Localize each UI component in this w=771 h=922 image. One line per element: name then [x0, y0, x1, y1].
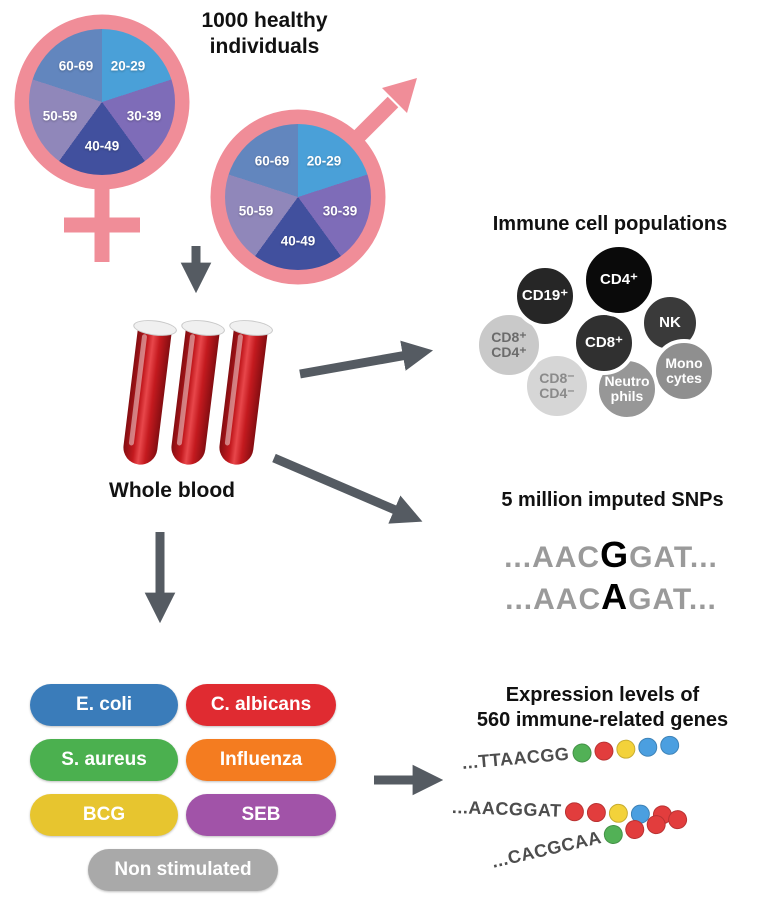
blood-tube: [119, 317, 178, 470]
stimulus-e-coli: E. coli: [30, 684, 178, 726]
stimulus-seb: SEB: [186, 794, 336, 836]
gene-bead: [666, 808, 690, 832]
age-label-20-29: 20-29: [306, 153, 342, 169]
stimulus-c-albicans: C. albicans: [186, 684, 336, 726]
female-age-pie: 20-29 30-39 40-49 50-59 60-69: [29, 29, 175, 175]
stimulus-non-stimulated: Non stimulated: [88, 849, 278, 891]
age-label-30-39: 30-39: [126, 108, 162, 124]
page-title: 1000 healthy individuals: [201, 9, 328, 59]
gene-sequence-1: ...TTAACGG: [461, 734, 680, 774]
stimulus-influenza: Influenza: [186, 739, 336, 781]
gene-bead: [586, 802, 606, 823]
whole-blood-label: Whole blood: [109, 479, 235, 502]
cell-cd4: CD4⁺: [582, 243, 656, 317]
tube-body: [121, 325, 173, 467]
cell-cd8pos-cd4pos: CD8⁺ CD4⁺: [475, 311, 543, 379]
male-ring: [210, 109, 386, 285]
snp-variant-allele: G: [600, 534, 630, 575]
gene-bead: [564, 801, 584, 822]
male-arrow-shaft: [347, 96, 399, 148]
gene-seq-text: ...CACGCAA: [489, 827, 604, 872]
female-symbol: [14, 14, 190, 262]
stimulus-s-aureus: S. aureus: [30, 739, 178, 781]
stimulus-bcg: BCG: [30, 794, 178, 836]
age-label-40-49: 40-49: [280, 233, 316, 249]
gene-bead: [637, 736, 658, 758]
cell-monocytes: Mono cytes: [652, 339, 716, 403]
gene-seq-text: ...AACGGAT: [451, 797, 562, 821]
male-arrow-head: [382, 78, 417, 113]
tube-body: [217, 325, 269, 467]
tube-body: [169, 325, 221, 467]
blood-tubes: [121, 312, 308, 477]
blood-tube: [167, 317, 226, 470]
snp-variant-allele: A: [601, 576, 629, 617]
gene-bead: [571, 742, 592, 764]
immune-cells-title: Immune cell populations: [492, 213, 728, 235]
snp-seq-prefix: ...AAC: [505, 583, 602, 616]
cell-neutrophils: Neutro phils: [595, 357, 659, 421]
gene-bead: [659, 735, 680, 756]
age-label-40-49: 40-49: [84, 138, 120, 154]
gene-bead: [593, 740, 614, 762]
snps-title: 5 million imputed SNPs: [501, 489, 724, 511]
snp-seq-suffix: GAT...: [628, 583, 717, 616]
snp-seq-prefix: ...AAC: [504, 541, 601, 574]
blood-tube: [215, 317, 274, 470]
gene-bead: [644, 813, 668, 836]
snp-sequence-2: ...AACAGAT...: [452, 576, 770, 618]
male-symbol: [210, 78, 417, 285]
gene-bead: [623, 818, 647, 841]
age-label-60-69: 60-69: [58, 58, 94, 74]
gene-bead: [615, 738, 636, 760]
arrow-blood-to-cells: [299, 340, 434, 379]
gene-bead: [601, 823, 625, 846]
age-label-20-29: 20-29: [110, 58, 146, 74]
snp-sequence-1: ...AACGGAT...: [452, 534, 770, 576]
expression-title: Expression levels of 560 immune-related …: [476, 684, 729, 731]
age-label-30-39: 30-39: [322, 203, 358, 219]
cell-cd8: CD8⁺: [572, 311, 636, 375]
male-age-pie: 20-29 30-39 40-49 50-59 60-69: [225, 124, 371, 270]
age-label-50-59: 50-59: [42, 108, 78, 124]
age-label-50-59: 50-59: [238, 203, 274, 219]
cell-cd19: CD19⁺: [513, 264, 577, 328]
gene-seq-text: ...TTAACGG: [461, 743, 571, 773]
snp-seq-suffix: GAT...: [629, 541, 718, 574]
age-label-60-69: 60-69: [254, 153, 290, 169]
